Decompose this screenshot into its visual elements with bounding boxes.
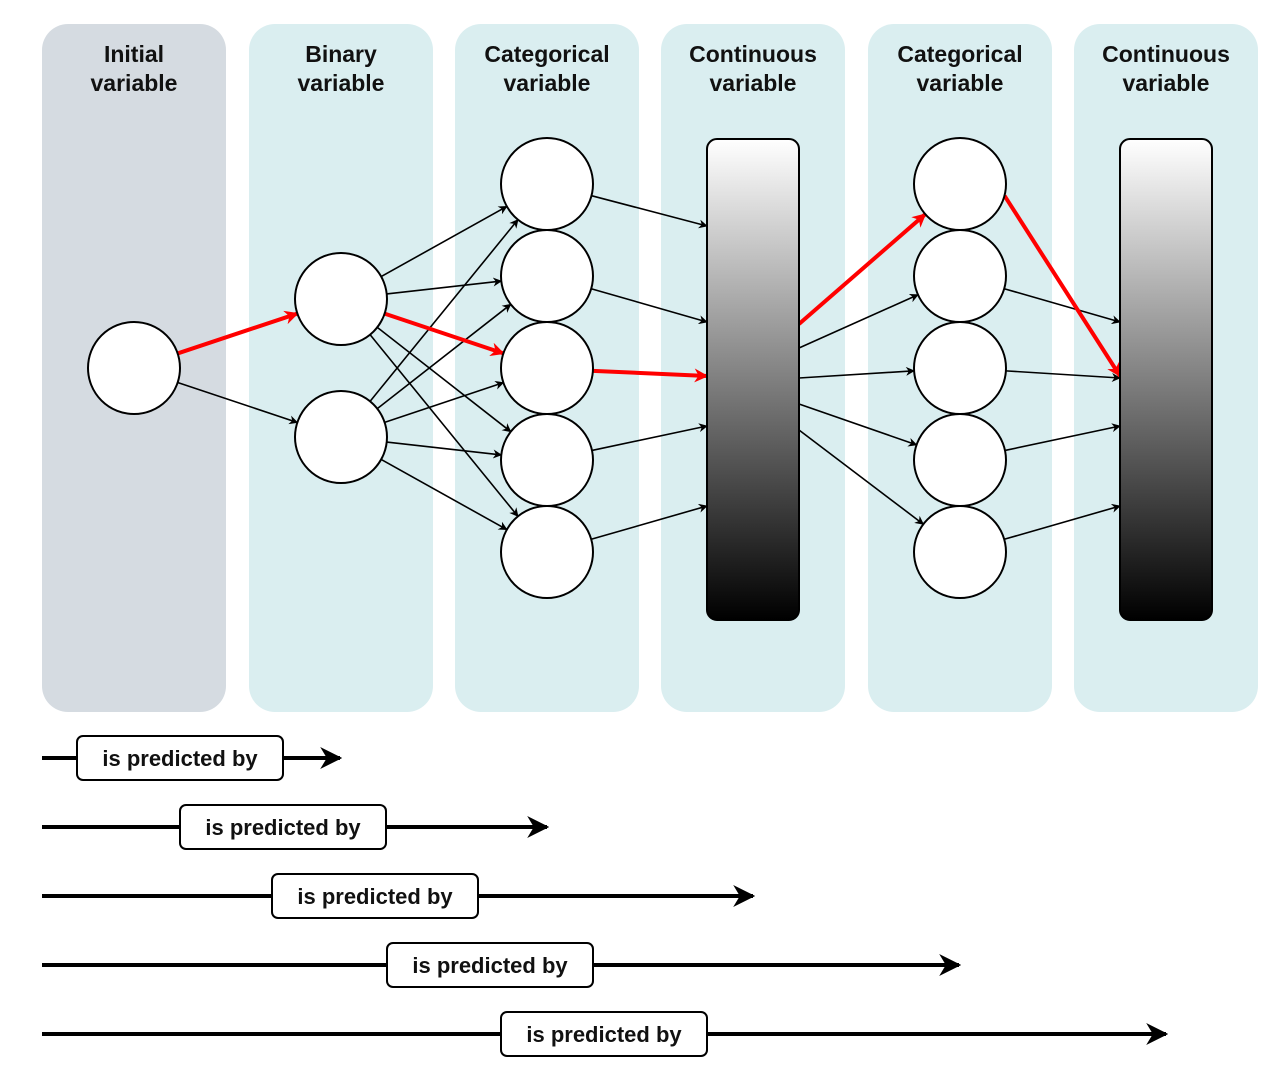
highlighted-edge (383, 311, 505, 357)
column-title-line2: variable (1123, 70, 1210, 96)
continuous-variable-bar (706, 138, 800, 621)
variable-node (913, 505, 1007, 599)
variable-node (500, 229, 594, 323)
edge (376, 326, 512, 433)
column-title-line1: Binary (305, 41, 377, 67)
column-title-line2: variable (91, 70, 178, 96)
edge (798, 366, 915, 379)
column-binary: Binary variable (249, 24, 433, 712)
edge (591, 423, 708, 452)
legend-label: is predicted by (205, 815, 361, 840)
column-title-line2: variable (917, 70, 1004, 96)
edge (1003, 503, 1121, 541)
legend-label-box (386, 942, 594, 988)
edge (798, 403, 918, 447)
edge (376, 303, 512, 410)
legend-item: is predicted by (42, 942, 962, 988)
column-title-line1: Continuous (689, 41, 817, 67)
legend-item: is predicted by (42, 1011, 1169, 1057)
column-title-line1: Categorical (484, 41, 609, 67)
legend-label-box (76, 735, 284, 781)
column-title-line2: variable (710, 70, 797, 96)
highlighted-edge (797, 212, 927, 326)
edge (369, 334, 519, 518)
highlighted-edge (592, 368, 709, 383)
legend-label-box (179, 804, 387, 850)
legend-item: is predicted by (42, 804, 550, 850)
legend-label: is predicted by (102, 746, 258, 771)
edge (1003, 287, 1121, 325)
edge (177, 381, 299, 425)
edge (386, 277, 503, 295)
edge (798, 429, 925, 525)
edge (1004, 423, 1121, 452)
edge (798, 293, 919, 349)
legend-label: is predicted by (412, 953, 568, 978)
edge (369, 218, 519, 402)
column-title-line1: Categorical (897, 41, 1022, 67)
variable-node (500, 413, 594, 507)
legend-item: is predicted by (42, 873, 756, 919)
edge (590, 503, 708, 541)
continuous-variable-bar (1119, 138, 1213, 621)
legend-label-box (500, 1011, 708, 1057)
variable-node (500, 137, 594, 231)
edge (1005, 370, 1121, 382)
edge (384, 380, 505, 424)
legend-label: is predicted by (526, 1022, 682, 1047)
edge (591, 194, 708, 229)
highlighted-edge (1002, 194, 1122, 378)
edge (386, 441, 503, 459)
variable-node (500, 505, 594, 599)
legend-label-box (271, 873, 479, 919)
edge (590, 287, 708, 325)
variable-node (913, 413, 1007, 507)
column-title-line2: variable (298, 70, 385, 96)
column-title-line1: Continuous (1102, 41, 1230, 67)
column-title-line2: variable (504, 70, 591, 96)
variable-node (913, 137, 1007, 231)
legend-label: is predicted by (297, 884, 453, 909)
variable-node (294, 252, 388, 346)
edge (380, 205, 508, 278)
variable-node (294, 390, 388, 484)
variable-node (913, 321, 1007, 415)
legend-item: is predicted by (42, 735, 343, 781)
column-title-line1: Initial (104, 41, 164, 67)
variable-node (913, 229, 1007, 323)
variable-node (87, 321, 181, 415)
column-background (249, 24, 433, 712)
edge (380, 458, 508, 531)
highlighted-edge (177, 310, 299, 356)
variable-node (500, 321, 594, 415)
